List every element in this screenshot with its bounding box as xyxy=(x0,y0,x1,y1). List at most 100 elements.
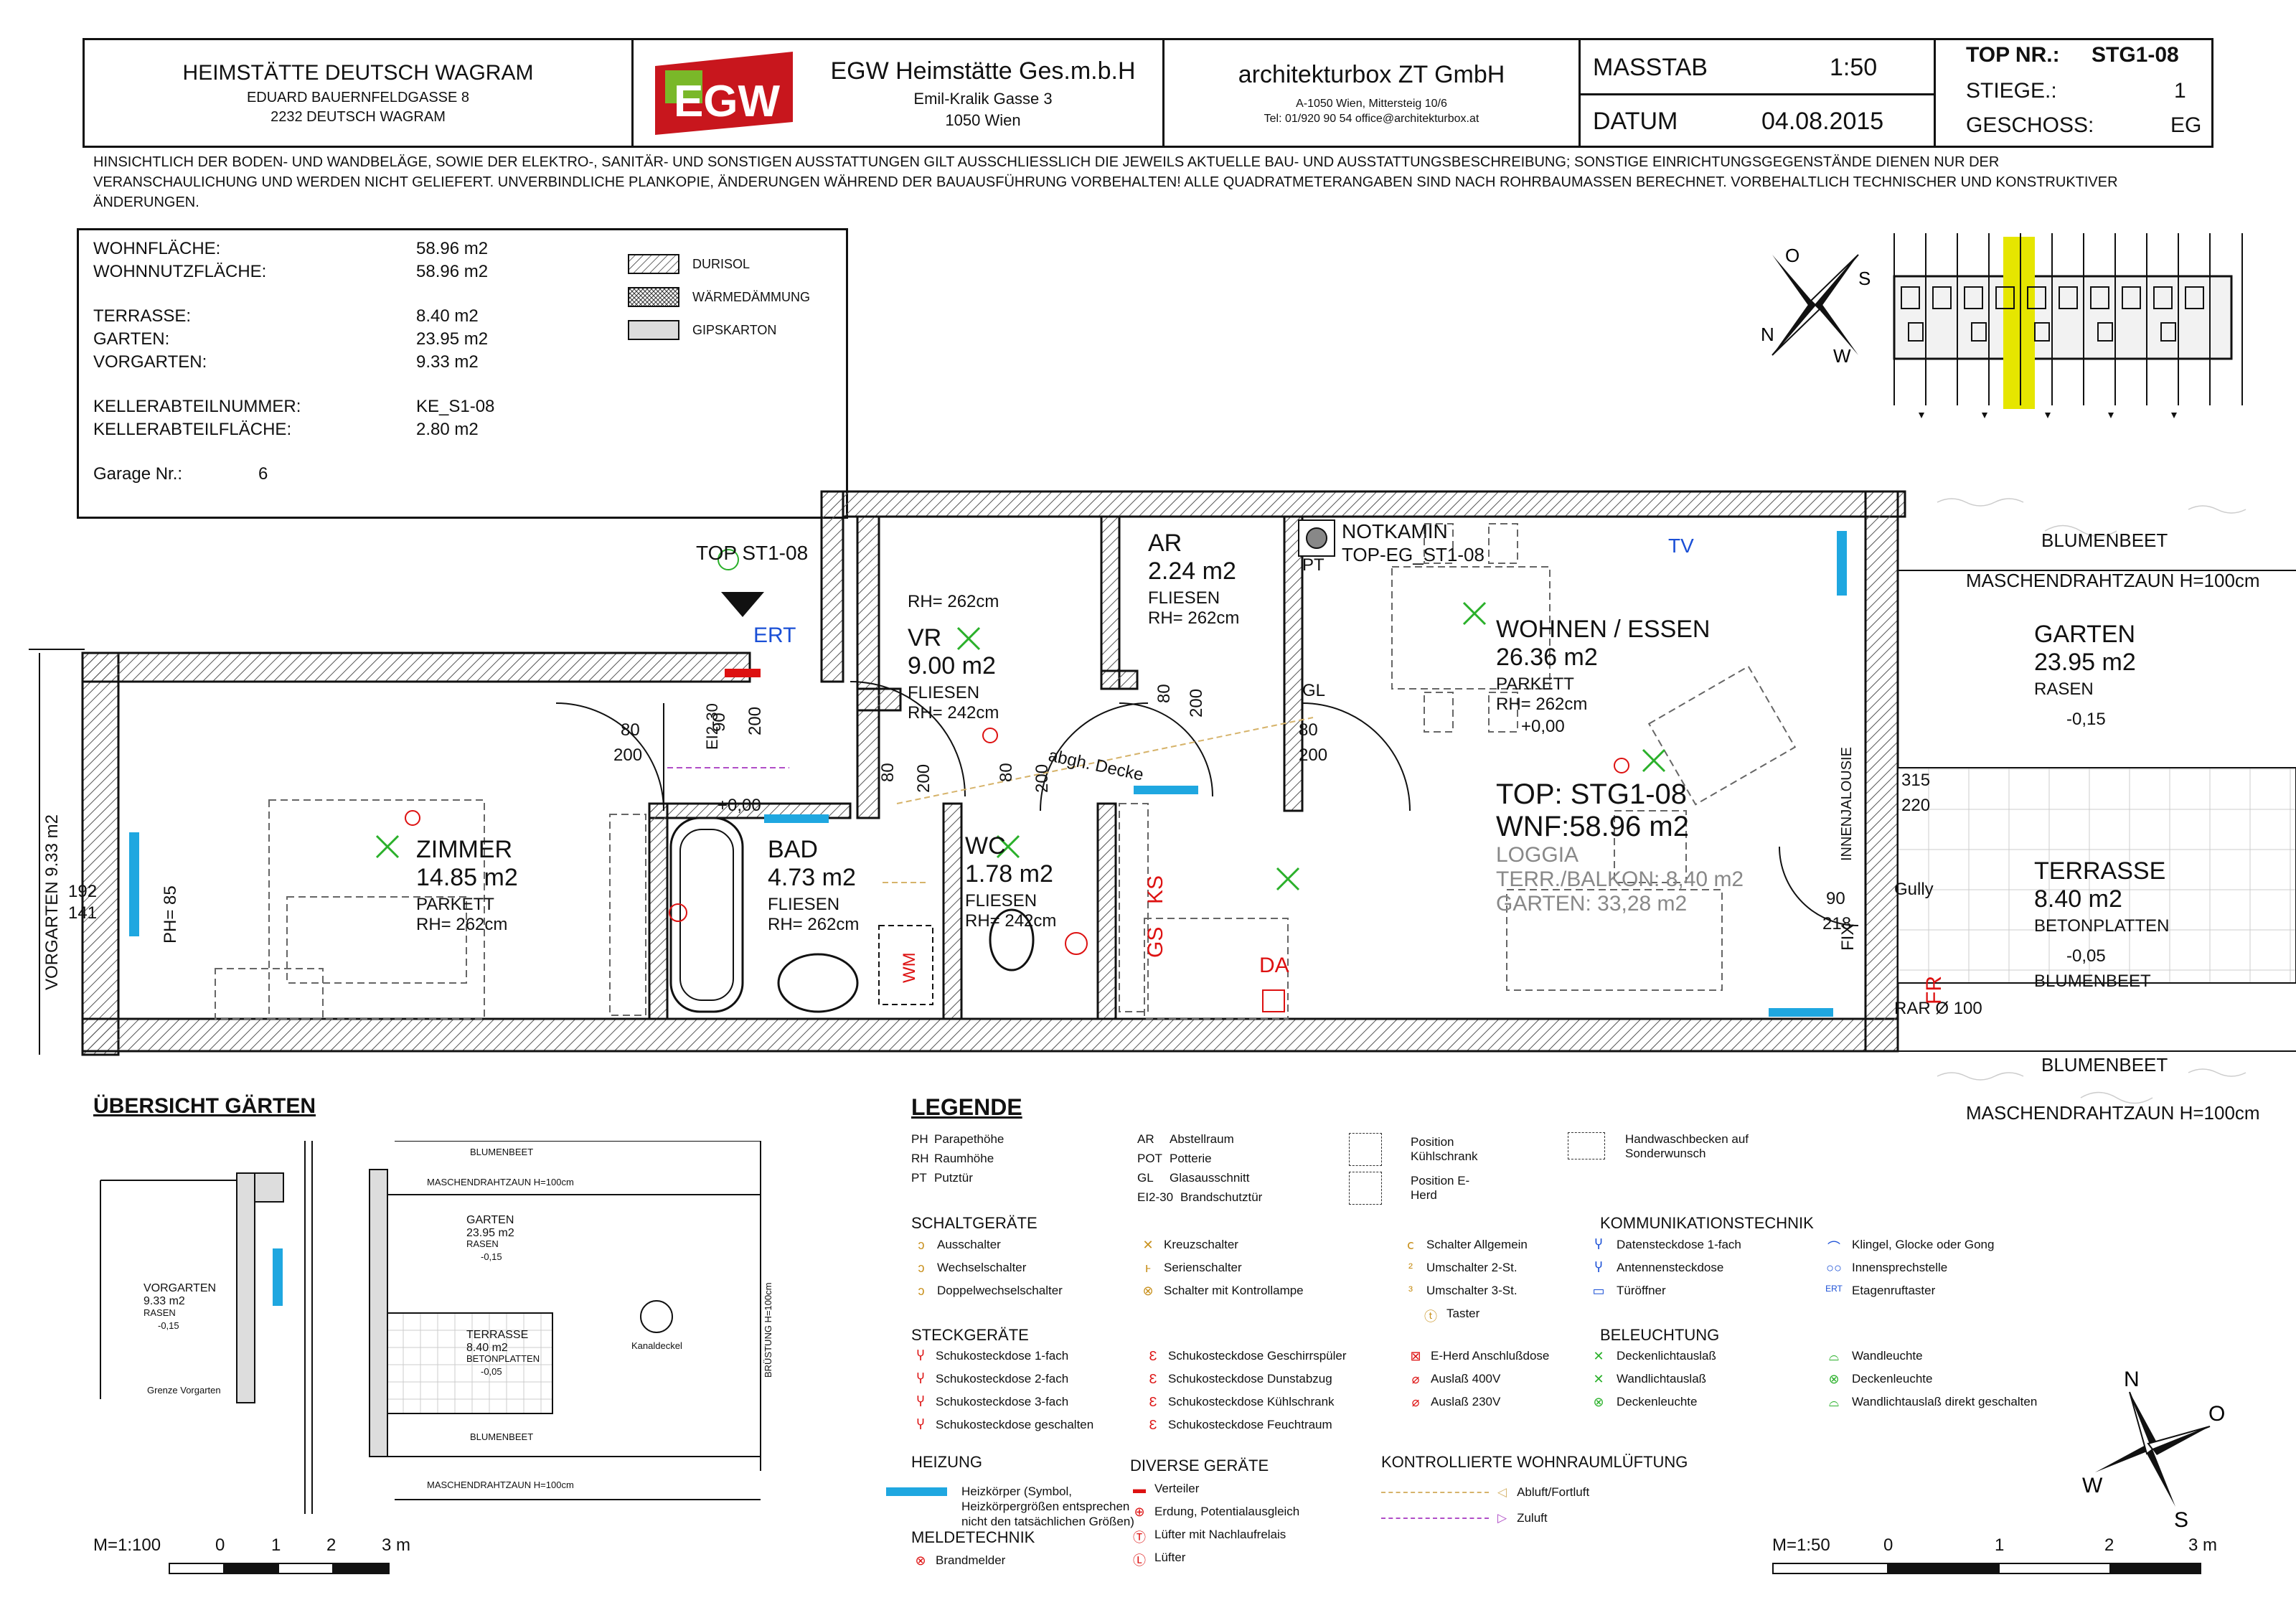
room-wohnen: WOHNEN / ESSEN 26.36 m2 PARKETT RH= 262c… xyxy=(1496,616,1710,715)
ks-label: KS xyxy=(1144,875,1167,904)
room-floor: RASEN xyxy=(2034,679,2094,699)
area-label: KELLERABTEILFLÄCHE: xyxy=(93,420,292,439)
zaun-top: MASCHENDRAHTZAUN H=100cm xyxy=(1966,570,2260,591)
zaun-bottom: MASCHENDRAHTZAUN H=100cm xyxy=(1966,1102,2260,1124)
garage-label: Garage Nr.: xyxy=(93,464,183,484)
room-area: 2.24 m2 xyxy=(1148,558,1236,585)
tick: 2 xyxy=(2104,1535,2114,1555)
ov-rasen: RASEN xyxy=(144,1307,176,1318)
datum-value: 04.08.2015 xyxy=(1761,108,1884,135)
wm-label: WM xyxy=(900,952,919,983)
masstab-label: MASSTAB xyxy=(1593,54,1708,81)
ov-zaun: MASCHENDRAHTZAUN H=100cm xyxy=(427,1177,574,1187)
room-rh: RH= 262cm xyxy=(1496,695,1588,714)
area-label: WOHNNUTZFLÄCHE: xyxy=(93,262,267,281)
gipskarton-swatch xyxy=(628,320,679,340)
compass-s: S xyxy=(1858,268,1871,289)
garten-total: GARTEN: 33,28 m2 xyxy=(1496,892,1688,916)
dim-200: 200 xyxy=(613,745,642,765)
blumenbeet-bottom: BLUMENBEET xyxy=(2041,1054,2168,1076)
ov-vorgarten-area: 9.33 m2 xyxy=(144,1295,185,1307)
geschoss-label: GESCHOSS: xyxy=(1966,113,2094,137)
dim-218: 218 xyxy=(1822,914,1851,933)
area-label: GARTEN: xyxy=(93,329,170,349)
kwl-title: KONTROLLIERTE WOHNRAUMLÜFTUNG xyxy=(1381,1453,1688,1471)
room-rh: RH= 262cm xyxy=(416,915,508,934)
logo-text: EGW xyxy=(674,77,781,126)
kwl-list: ◁Abluft/Fortluft ▷Zuluft xyxy=(1381,1479,1589,1531)
area-value: 23.95 m2 xyxy=(416,329,489,349)
room-floor: PARKETT xyxy=(416,895,494,914)
dim-80: 80 xyxy=(878,763,898,782)
top-label: TOP NR.: xyxy=(1966,43,2060,67)
dim-90: 90 xyxy=(710,712,729,732)
innenjalousie-label: INNENJALOUSIE xyxy=(1839,747,1855,861)
stiege-value: 1 xyxy=(2174,79,2186,103)
area-value: KE_S1-08 xyxy=(416,397,495,416)
garage-value: 6 xyxy=(258,464,268,484)
area-rows: WOHNFLÄCHE:58.96 m2 WOHNNUTZFLÄCHE:58.96… xyxy=(93,239,524,487)
blumenbeet-1: BLUMENBEET xyxy=(2034,972,2151,991)
geschoss-value: EG xyxy=(2170,113,2202,137)
compass-w: W xyxy=(1833,345,1851,367)
overview-title: ÜBERSICHT GÄRTEN xyxy=(93,1094,316,1118)
compass-n: N xyxy=(2124,1370,2140,1391)
room-area: 1.78 m2 xyxy=(965,860,1053,888)
herd-icon xyxy=(1349,1172,1382,1205)
room-area: 23.95 m2 xyxy=(2034,649,2136,676)
ov-vorgarten: VORGARTEN xyxy=(144,1282,216,1294)
room-rh: RH= 262cm xyxy=(768,915,860,934)
legend-handwasch: Handwaschbecken auf Sonderwunsch xyxy=(1568,1132,1754,1161)
ov-grenze: Grenze Vorgarten xyxy=(147,1385,221,1396)
handwaschbecken-icon xyxy=(1568,1132,1605,1159)
legend-title: LEGENDE xyxy=(911,1094,1022,1120)
gully-label: Gully xyxy=(1894,880,1934,899)
area-value: 58.96 m2 xyxy=(416,262,489,281)
bel-grid: ✕Deckenlichtauslaß⌓Wandleuchte ✕Wandlich… xyxy=(1593,1349,2038,1409)
room-area: 4.73 m2 xyxy=(768,864,856,891)
dim-80: 80 xyxy=(621,720,640,740)
tick: 3 m xyxy=(2188,1535,2218,1555)
dim-80: 80 xyxy=(1299,720,1318,740)
room-floor: FLIESEN xyxy=(1148,588,1220,608)
ei-label: EI2-30 xyxy=(703,703,721,750)
schalt-title: SCHALTGERÄTE xyxy=(911,1214,1038,1232)
room-zimmer: ZIMMER 14.85 m2 PARKETT RH= 262cm xyxy=(416,836,518,935)
room-floor: FLIESEN xyxy=(908,683,980,702)
area-value: 9.33 m2 xyxy=(416,352,479,372)
level-zero: +0,00 xyxy=(1521,717,1565,736)
tick: 3 m xyxy=(382,1535,411,1555)
room-name: TERRASSE xyxy=(2034,857,2166,885)
scale-1-100-label: M=1:100 xyxy=(93,1535,161,1555)
company-city: 1050 Wien xyxy=(945,110,1021,129)
daemmung-swatch xyxy=(628,287,679,307)
overview-plan: VORGARTEN 9.33 m2 RASEN -0,15 GARTEN 23.… xyxy=(93,1140,782,1514)
room-vr: VR 9.00 m2 FLIESEN RH= 242cm xyxy=(908,624,999,723)
compass-top: O S N W xyxy=(1751,240,1880,370)
div-list: ▬Verteiler ⊕Erdung, Potentialausgleich Ⓣ… xyxy=(1133,1482,1300,1568)
daemmung-label: WÄRMEDÄMMUNG xyxy=(692,289,810,304)
dim-80: 80 xyxy=(1154,684,1174,703)
area-label: WOHNFLÄCHE: xyxy=(93,239,221,258)
compass-rose-icon: O S N W xyxy=(1761,245,1871,367)
steck-title: STECKGERÄTE xyxy=(911,1326,1029,1344)
client-block: HEIMSTÄTTE DEUTSCH WAGRAM EDUARD BAUERNF… xyxy=(85,40,631,146)
ert-label: ERT xyxy=(753,624,796,647)
room-area: 9.00 m2 xyxy=(908,652,996,679)
ov-terrasse-area: 8.40 m2 xyxy=(466,1342,508,1354)
room-name: ZIMMER xyxy=(416,836,513,863)
ov-garten-area: 23.95 m2 xyxy=(466,1227,514,1239)
bel-title: BELEUCHTUNG xyxy=(1600,1326,1720,1344)
room-name: BAD xyxy=(768,836,818,863)
client-city: 2232 DEUTSCH WAGRAM xyxy=(270,108,446,125)
architect-contact: Tel: 01/920 90 54 office@architekturbox.… xyxy=(1264,113,1479,125)
tick: 2 xyxy=(326,1535,337,1555)
room-ar: AR 2.24 m2 FLIESEN RH= 262cm xyxy=(1148,530,1239,629)
terr-balkon: TERR./BALKON: 8,40 m2 xyxy=(1496,867,1744,891)
room-floor: FLIESEN xyxy=(768,895,840,914)
loggia-label: LOGGIA xyxy=(1496,843,1579,867)
scale-1-50-label: M=1:50 xyxy=(1772,1535,1830,1555)
